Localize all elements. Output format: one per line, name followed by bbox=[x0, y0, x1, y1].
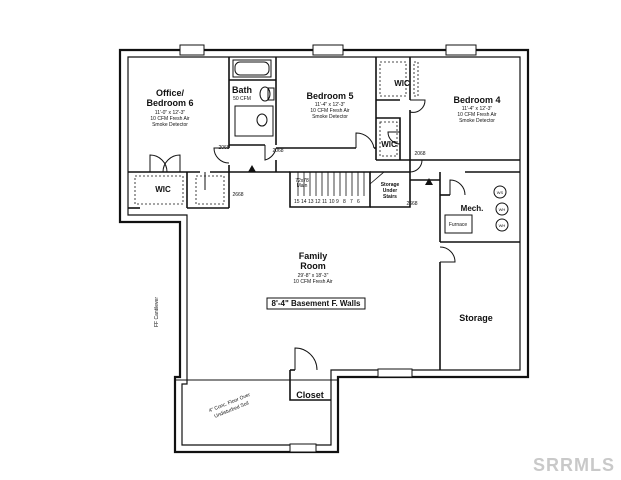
stair-note2: Main bbox=[297, 183, 308, 189]
storage-stairs-line2: Under bbox=[383, 188, 398, 194]
bedroom5-label: Bedroom 5 bbox=[306, 91, 353, 101]
exterior-wall bbox=[118, 48, 530, 454]
office-label-line2: Bedroom 6 bbox=[146, 98, 193, 108]
mech-label: Mech. bbox=[461, 204, 484, 213]
bath-note: 50 CFM bbox=[233, 96, 251, 102]
door-2068-b: 2068 bbox=[272, 148, 283, 154]
closet-label: Closet bbox=[296, 390, 324, 400]
stair-step-number: 13 bbox=[308, 199, 314, 205]
stair-note1: 72x78 bbox=[295, 178, 309, 184]
storage-stairs-line1: Storage bbox=[381, 182, 400, 188]
wh1-label: WH bbox=[499, 207, 506, 212]
bath-label: Bath bbox=[232, 85, 252, 95]
stair-step-number: 14 bbox=[301, 199, 307, 205]
door-2668-b: 2668 bbox=[406, 201, 417, 207]
watermark: SRRMLS bbox=[533, 455, 615, 475]
exterior-wall-inner bbox=[127, 56, 521, 446]
bedroom4-note2: Smoke Detector bbox=[459, 118, 495, 124]
basement-walls-label: 8'-4" Basement F. Walls bbox=[272, 299, 362, 308]
wic-mid-label: WIC bbox=[381, 140, 397, 149]
stair-step-number: 12 bbox=[315, 199, 321, 205]
ws-label: WS bbox=[497, 190, 504, 195]
bedroom5-dims: 11'-4" x 12'-3" bbox=[315, 102, 346, 108]
bedroom4-note1: 10 CFM Fresh Air bbox=[457, 112, 497, 118]
family-note: 10 CFM Fresh Air bbox=[293, 279, 333, 285]
office-label-line1: Office/ bbox=[156, 88, 185, 98]
stair-step-number: 9 bbox=[336, 199, 339, 205]
furnace-label: Furnace bbox=[449, 222, 468, 228]
family-dims: 29'-8" x 18'-3" bbox=[298, 273, 329, 279]
bedroom5-note1: 10 CFM Fresh Air bbox=[310, 108, 350, 114]
stair-step-number: 15 bbox=[294, 199, 300, 205]
stair-step-number: 11 bbox=[322, 199, 327, 205]
door-2668-a: 2668 bbox=[232, 192, 243, 198]
bedroom5-note2: Smoke Detector bbox=[312, 114, 348, 120]
cantilever-label: FF Cantilever bbox=[154, 297, 160, 327]
storage-stairs-line3: Stairs bbox=[383, 194, 397, 200]
storage-label: Storage bbox=[459, 313, 493, 323]
office-note1: 10 CFM Fresh Air bbox=[150, 116, 190, 122]
stair-step-number: 8 bbox=[343, 199, 346, 205]
wic-top-label: WIC bbox=[394, 79, 410, 88]
stair-step-number: 7 bbox=[350, 199, 353, 205]
office-note2: Smoke Detector bbox=[152, 122, 188, 128]
bedroom4-dims: 11'-4" x 12'-3" bbox=[462, 106, 493, 112]
wic-left-label: WIC bbox=[155, 185, 171, 194]
wh2-label: WH bbox=[499, 223, 506, 228]
stair-step-number: 10 bbox=[329, 199, 335, 205]
stair-step-number: 6 bbox=[357, 199, 360, 205]
door-2068-c: 2068 bbox=[414, 151, 425, 157]
office-dims: 11'-0" x 12'-3" bbox=[155, 110, 186, 116]
door-2068-a: 2068 bbox=[218, 145, 229, 151]
bedroom4-label: Bedroom 4 bbox=[453, 95, 500, 105]
family-label-line1: Family bbox=[299, 251, 328, 261]
family-label-line2: Room bbox=[300, 261, 326, 271]
